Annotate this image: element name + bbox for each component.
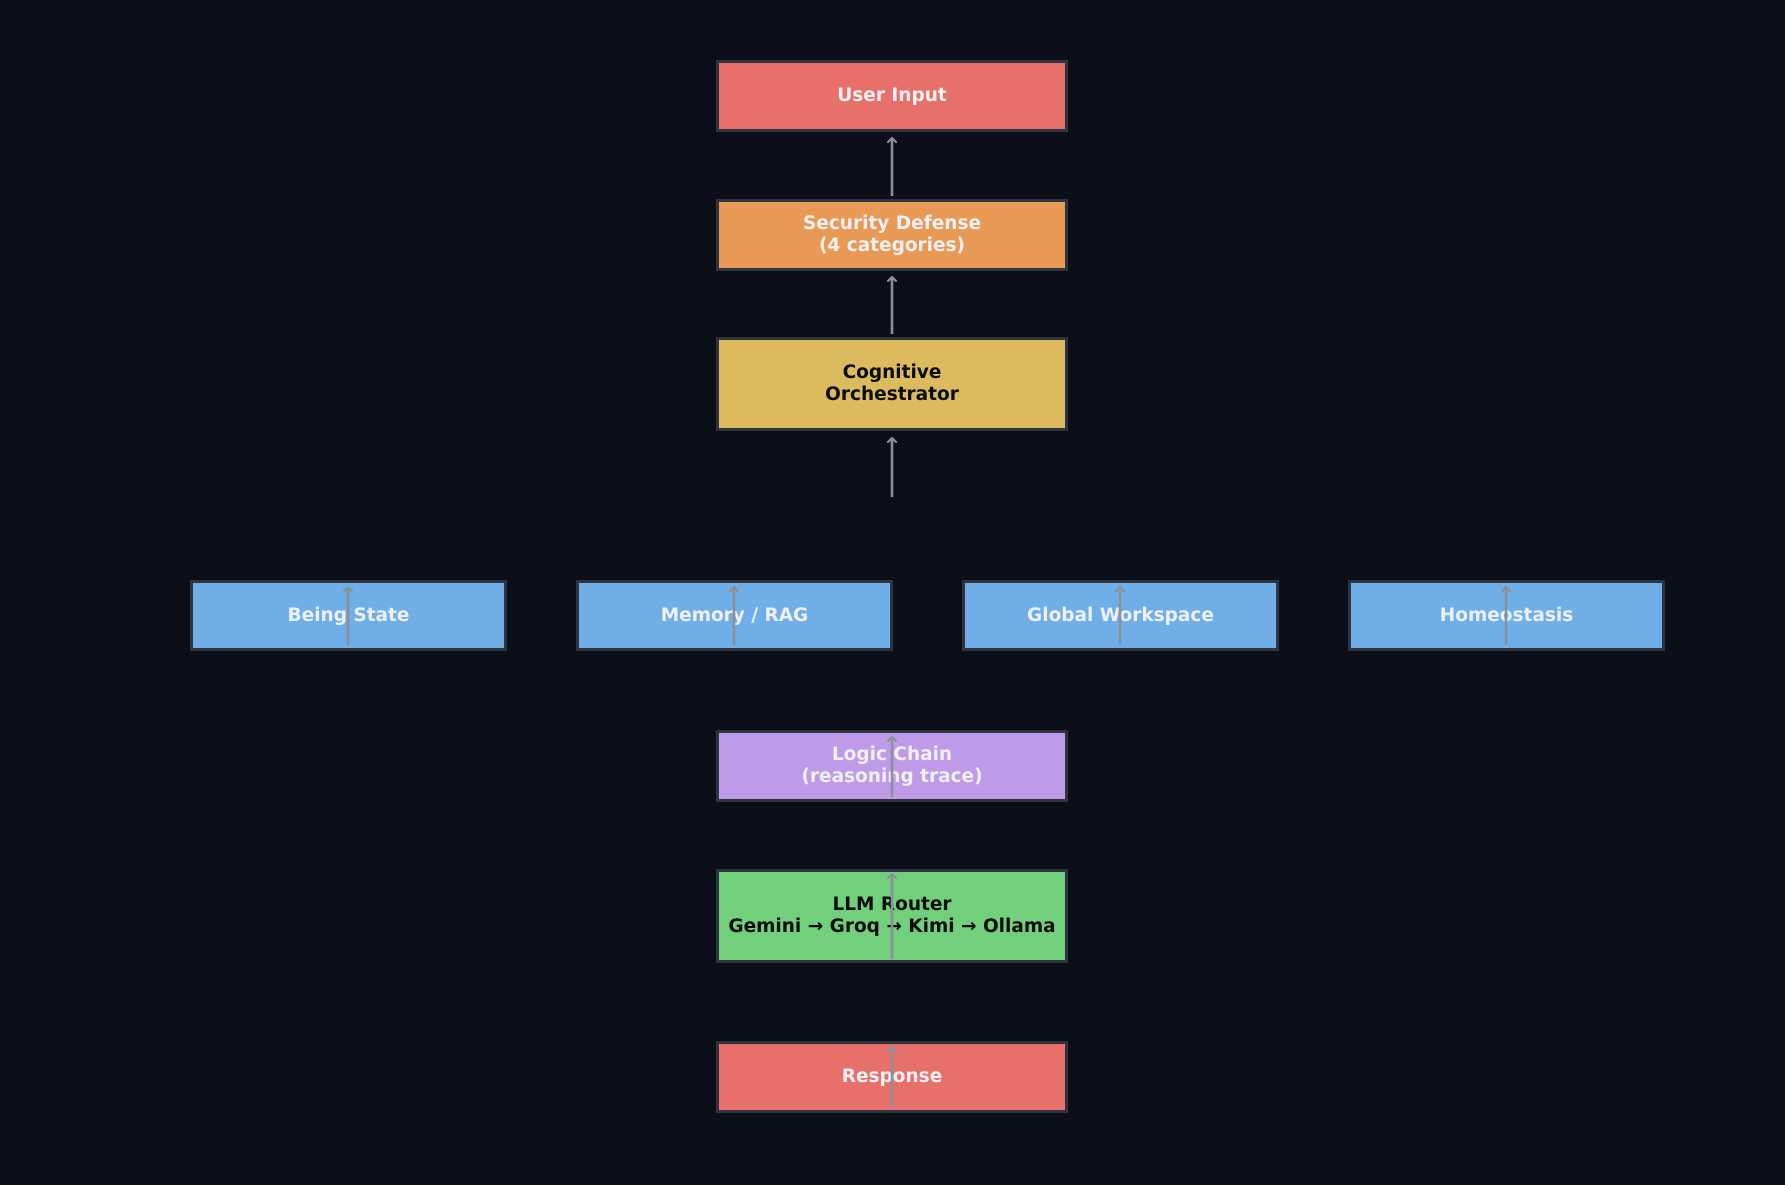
memory-rag-node: Memory / RAG [576,580,893,651]
node-label-line2: Orchestrator [825,384,959,405]
node-label: User Input [837,85,947,106]
node-label: Global Workspace [1027,604,1214,626]
node-label: Memory / RAG [660,604,809,626]
node-label: Homeostasis [1439,604,1574,626]
logic-chain-node: Logic Chain (reasoning trace) [716,730,1068,802]
user-input-node: User Input [716,60,1068,132]
cognitive-orchestrator-node: Cognitive Orchestrator [716,337,1068,431]
node-label: Being State [287,604,410,626]
node-label: Response [841,1066,943,1087]
node-sublabel: Gemini → Groq → Kimi → Ollama [728,916,1056,937]
node-label: Logic Chain [831,744,953,765]
node-label: Cognitive [842,362,942,383]
being-state-node: Being State [190,580,507,651]
global-workspace-node: Global Workspace [962,580,1279,651]
security-defense-node: Security Defense (4 categories) [716,199,1068,271]
response-node: Response [716,1041,1068,1113]
node-label: Security Defense [802,213,982,234]
node-label: LLM Router [832,894,952,915]
node-sublabel: (reasoning trace) [801,766,983,787]
node-sublabel: (4 categories) [818,235,966,256]
llm-router-node: LLM Router Gemini → Groq → Kimi → Ollama [716,869,1068,963]
homeostasis-node: Homeostasis [1348,580,1665,651]
